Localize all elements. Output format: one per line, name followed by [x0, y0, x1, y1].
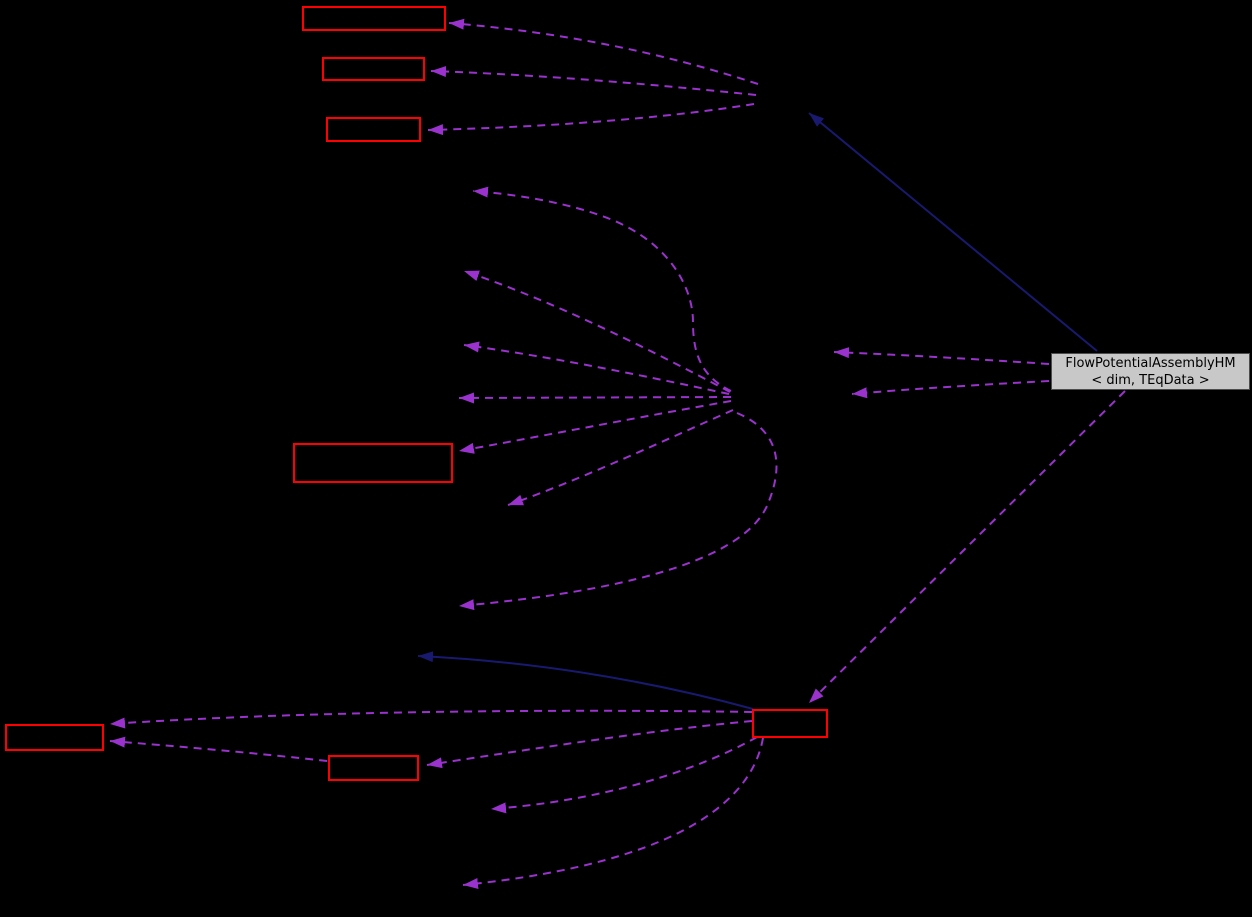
edge-dashed-bottom-2: [426, 720, 753, 769]
edge-dashed-main-left-1: [833, 347, 1050, 365]
node-bottom-middle[interactable]: [328, 755, 419, 781]
edge-dashed-top-2: [430, 66, 757, 96]
edge-dashed-bottom-4: [490, 736, 758, 814]
main-node-label-line1: FlowPotentialAssemblyHM: [1065, 356, 1236, 371]
edge-dashed-mid-7: [458, 412, 778, 611]
edge-dashed-mid-5: [458, 400, 732, 454]
edge-dashed-mid-1: [472, 186, 732, 392]
node-middle-left[interactable]: [293, 443, 453, 483]
node-bottom-right[interactable]: [752, 709, 828, 738]
edge-dashed-bottom-1: [109, 709, 753, 729]
edge-dashed-bottom-5: [462, 737, 764, 889]
edge-dashed-top-1: [448, 18, 759, 85]
edge-dashed-mid-4: [458, 392, 732, 404]
edge-dashed-top-3: [427, 103, 755, 136]
edge-dashed-mid-2: [463, 270, 731, 393]
edge-dashed-mid-6: [507, 409, 734, 506]
node-top-1[interactable]: [302, 6, 446, 31]
node-flow-potential-assembly-hm[interactable]: FlowPotentialAssemblyHM < dim, TEqData >: [1051, 353, 1250, 390]
edge-dashed-mid-3: [463, 341, 730, 395]
edge-solid-inheritance-top: [808, 112, 1098, 352]
node-top-2[interactable]: [322, 57, 425, 81]
main-node-label-line2: < dim, TEqData >: [1091, 373, 1210, 388]
edge-dashed-bottom-3: [109, 736, 328, 762]
edge-dashed-main-left-2: [851, 380, 1050, 399]
edge-dashed-main-to-bottom-node: [808, 390, 1126, 704]
node-top-3[interactable]: [326, 117, 421, 142]
edge-solid-inheritance-bottom: [417, 651, 754, 710]
node-bottom-left[interactable]: [5, 724, 104, 751]
